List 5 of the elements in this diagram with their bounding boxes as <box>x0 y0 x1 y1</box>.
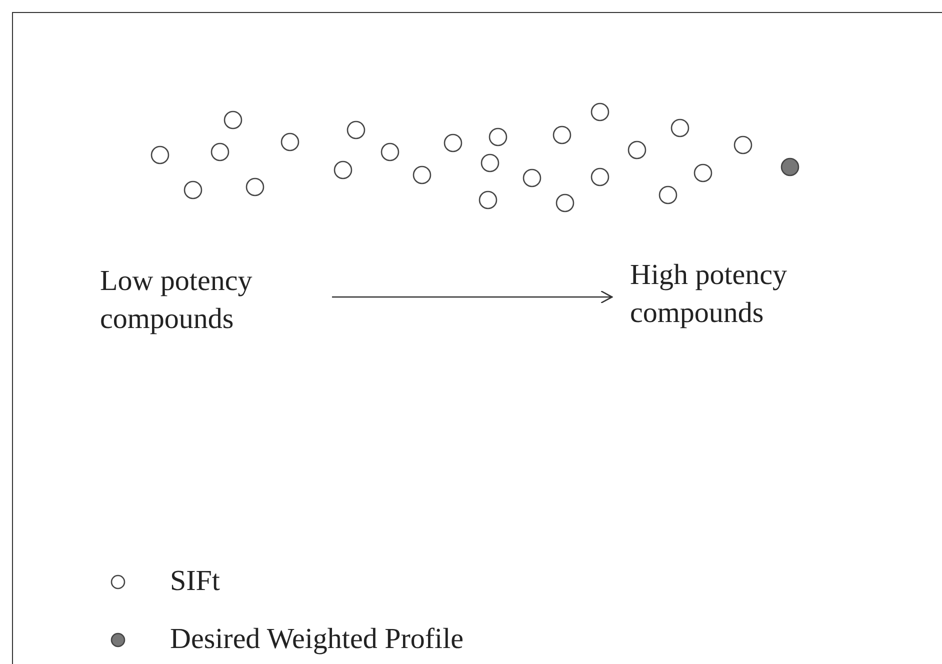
text-label: Low potency compounds <box>100 262 340 338</box>
arrow <box>332 290 613 304</box>
legend-label: SIFt <box>170 564 220 599</box>
legend-label: Desired Weighted Profile <box>170 622 464 657</box>
text-label: High potency compounds <box>630 256 870 332</box>
